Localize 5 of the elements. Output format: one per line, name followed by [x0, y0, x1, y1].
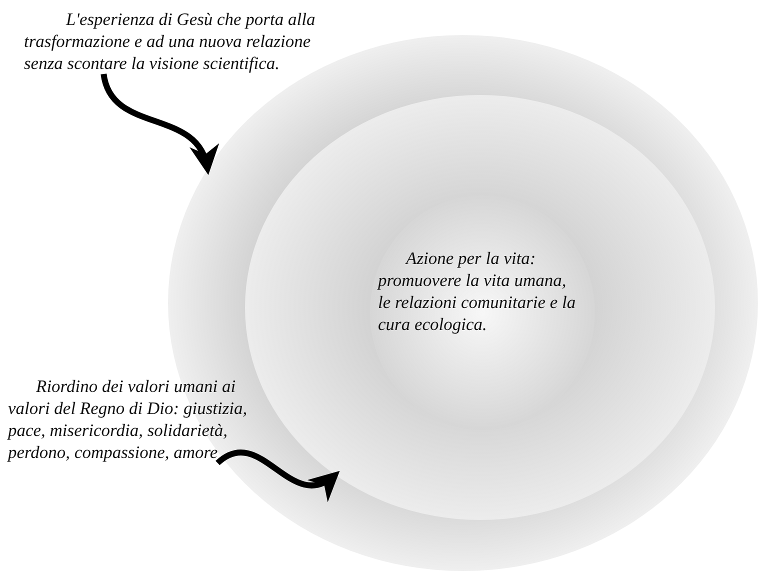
description-text: Riordino dei valori umani ai valori del Regno di Dio: giustizia, pace, misericordia, solidarietà, perdono, compassione, amore	[8, 375, 248, 463]
description-text: L'esperienza di Gesù che porta alla trasformazione e ad una nuova relazione senza scontare la visione scientifica.	[24, 8, 316, 74]
curved-arrow	[216, 450, 340, 501]
description-text: Azione per la vita: promuovere la vita umana, le relazioni comunitarie e la cura ecologica.	[378, 247, 577, 335]
curved-arrow	[100, 73, 216, 175]
